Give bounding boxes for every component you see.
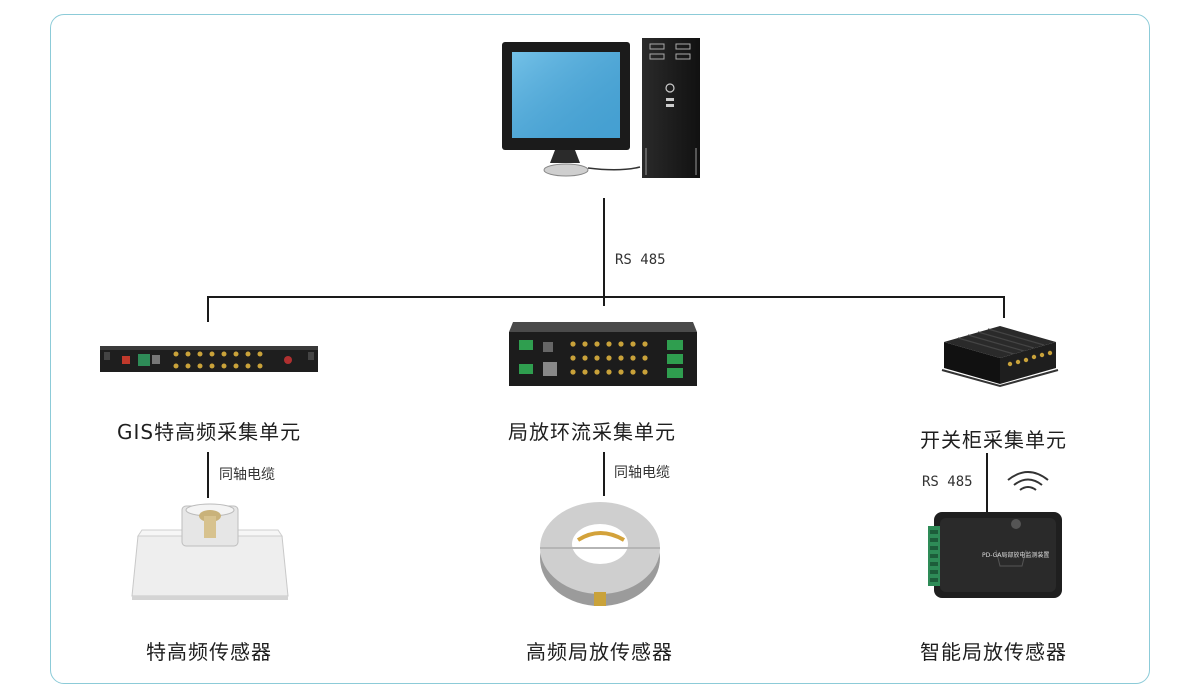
drop-mid xyxy=(603,296,605,306)
pd-acquisition-unit-image xyxy=(507,318,699,388)
coax-line-left xyxy=(207,452,209,498)
coax-label-left: 同轴电缆 xyxy=(219,467,275,483)
gis-unit-label: GIS特高频采集单元 xyxy=(117,420,302,444)
coax-label-mid: 同轴电缆 xyxy=(614,465,670,481)
computer-workstation xyxy=(500,30,710,185)
smart-sensor-label: 智能局放传感器 xyxy=(920,640,1067,664)
wireless-signal-icon xyxy=(1004,466,1052,496)
pd-unit-label: 局放环流采集单元 xyxy=(508,420,676,444)
switchgear-acquisition-unit-image xyxy=(940,322,1060,392)
trunk-line xyxy=(603,198,605,298)
rs485-label-right: RS 485 xyxy=(922,474,973,490)
switch-unit-label: 开关柜采集单元 xyxy=(920,428,1067,452)
diagram-frame xyxy=(50,14,1150,684)
bus-label: RS 485 xyxy=(615,252,666,268)
gis-acquisition-unit-image xyxy=(100,338,318,378)
smart-box-text: PD-GA局部放电监测装置 xyxy=(982,552,1050,559)
drop-left xyxy=(207,296,209,322)
hf-sensor-label: 高频局放传感器 xyxy=(526,640,673,664)
drop-right xyxy=(1003,296,1005,318)
uhf-sensor-image xyxy=(128,500,292,606)
bus-line xyxy=(207,296,1005,298)
smart-pd-sensor-box xyxy=(926,510,1066,602)
rs485-line-right xyxy=(986,453,988,513)
coax-line-mid xyxy=(603,452,605,496)
uhf-sensor-label: 特高频传感器 xyxy=(146,640,272,664)
hf-ct-sensor-image xyxy=(538,496,662,612)
